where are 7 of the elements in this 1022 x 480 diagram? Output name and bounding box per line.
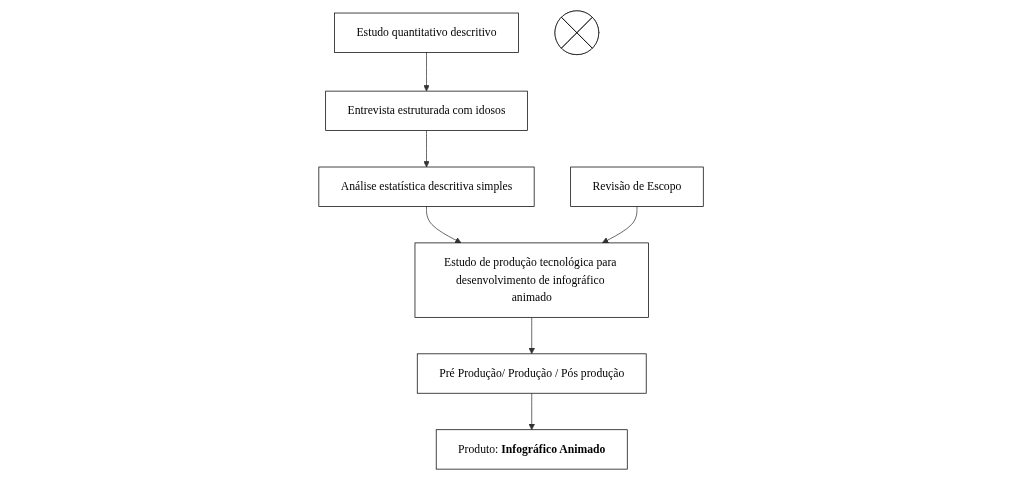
node-box: Estudo de produção tecnológica para desenvolvimento de infográfico animado <box>414 242 649 318</box>
node-box: Estudo quantitativo descritivo <box>334 12 519 53</box>
node-box: Pré Produção/ Produção / Pós produção <box>416 353 647 394</box>
node-box: Revisão de Escopo <box>570 166 704 207</box>
node-box: Análise estatística descritiva simples <box>318 166 535 207</box>
node-box: Entrevista estruturada com idosos <box>325 90 528 131</box>
node-box: Produto: Infográfico Animado <box>435 429 628 470</box>
